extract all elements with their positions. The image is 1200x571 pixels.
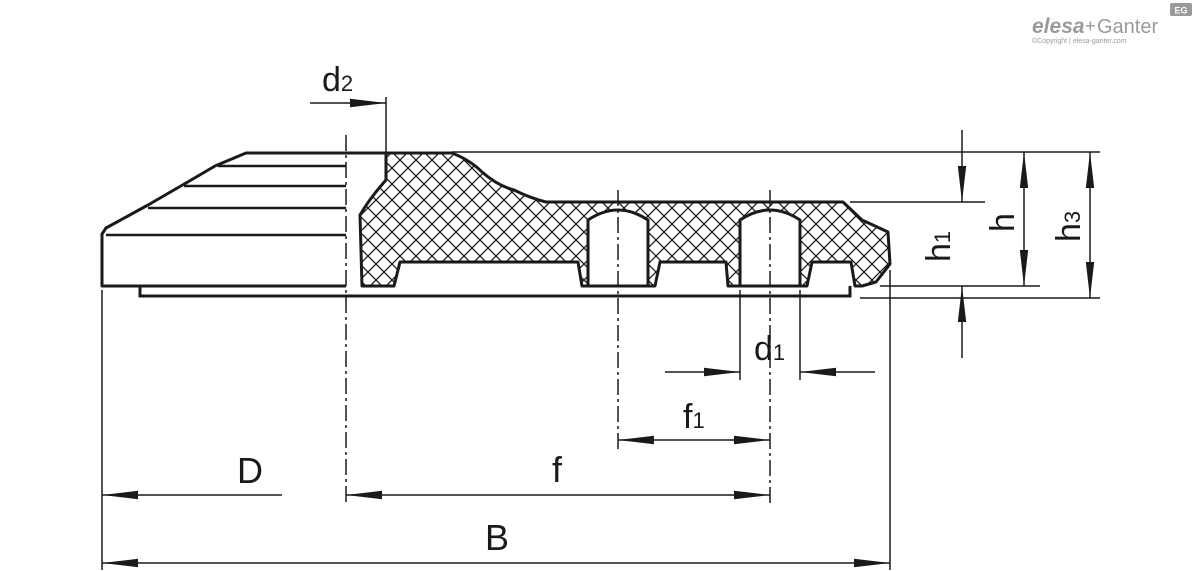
logo-ganter: Ganter (1097, 16, 1158, 38)
label-h3: h3 (1050, 211, 1088, 242)
label-f1: f1 (683, 398, 705, 436)
label-h: h (984, 213, 1022, 232)
elesa-ganter-logo: elesa + Ganter EG ©Copyright | elesa-gan… (1032, 3, 1192, 45)
label-d1: d1 (754, 330, 785, 368)
dimension-lines (102, 98, 1095, 568)
extension-lines (101, 97, 1100, 570)
label-f: f (552, 449, 563, 490)
logo-badge-icon (1170, 3, 1192, 16)
dimension-labels: d2 d1 f1 f D B h1 h h3 (237, 61, 1088, 558)
center-lines (345, 135, 771, 505)
logo-elesa: elesa (1032, 15, 1085, 38)
label-D: D (237, 450, 263, 491)
logo-badge: EG (1174, 6, 1187, 16)
label-h1: h1 (920, 231, 958, 262)
section-hatch (358, 151, 892, 288)
logo-plus: + (1085, 16, 1096, 36)
label-B: B (485, 517, 509, 558)
label-d2: d2 (322, 61, 353, 99)
logo-copyright: ©Copyright | elesa-ganter.com (1032, 37, 1127, 45)
part-outline (100, 151, 852, 298)
